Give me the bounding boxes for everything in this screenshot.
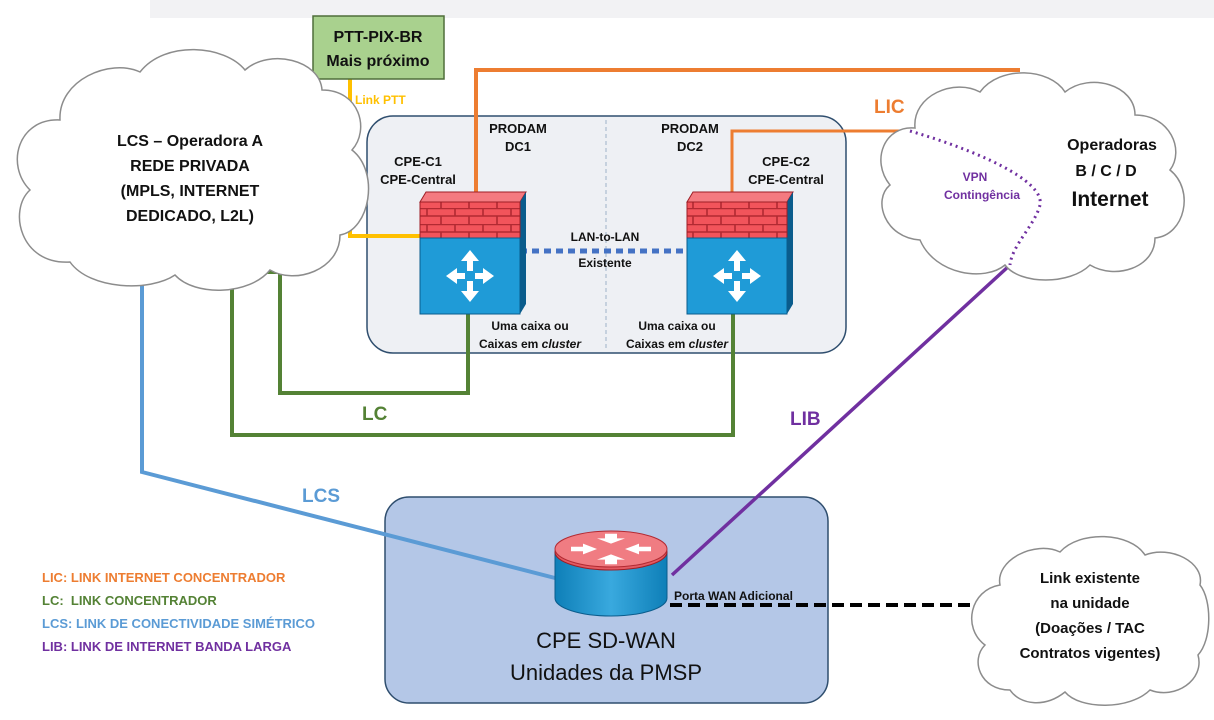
cloud-left-line3: (MPLS, INTERNET: [121, 183, 260, 200]
dc2-note-line1: Uma caixa ou: [638, 319, 715, 333]
dc1-note-line1: Uma caixa ou: [491, 319, 568, 333]
ptt-box-line1: PTT-PIX-BR: [334, 29, 423, 46]
ptt-box-line2: Mais próximo: [326, 53, 429, 70]
lc-label: LC: [362, 404, 388, 425]
lic-line-dc1: [474, 68, 1020, 192]
dc2-title-line1: PRODAM: [661, 121, 719, 136]
lcs-label: LCS: [302, 486, 340, 507]
cloud-right: [880, 72, 1185, 281]
cloud-bottom-line2: na unidade: [1050, 595, 1129, 612]
lcs-line: [140, 278, 556, 580]
lic-line-dc2: [730, 129, 910, 192]
vpn-label-line1: VPN: [963, 170, 988, 184]
vpn-label-line2: Contingência: [944, 188, 1020, 202]
lan-to-lan-line1: LAN-to-LAN: [571, 230, 640, 244]
dc1-title-line2: DC1: [505, 139, 531, 154]
cloud-right-line3: Internet: [1071, 188, 1148, 211]
legend-lcs: LCS: LINK DE CONECTIVIDADE SIMÉTRICO: [42, 616, 315, 631]
cloud-bottom-line1: Link existente: [1040, 570, 1140, 587]
cloud-left-line4: DEDICADO, L2L): [126, 208, 254, 225]
dc2-note-line2-italic: cluster: [689, 337, 730, 351]
lan-to-lan-line2: Existente: [578, 256, 632, 270]
cloud-right-line2: B / C / D: [1075, 163, 1136, 180]
legend: LIC: LINK INTERNET CONCENTRADOR LC: LINK…: [42, 570, 315, 654]
cloud-bottom-line3: (Doações / TAC: [1035, 620, 1145, 637]
cloud-left-line1: LCS – Operadora A: [117, 133, 264, 150]
cloud-left-line2: REDE PRIVADA: [130, 158, 250, 175]
firewall-dc2: [686, 191, 794, 315]
cloud-bottom: [970, 535, 1210, 706]
sdwan-router-icon: [554, 530, 668, 617]
cloud-bottom-line4: Contratos vigentes): [1020, 645, 1161, 662]
lic-label: LIC: [874, 97, 905, 118]
cpe-sdwan-title: CPE SD-WAN: [536, 628, 676, 653]
cpe-sdwan-subtitle: Unidades da PMSP: [510, 660, 702, 685]
dc1-cpe-line2: CPE-Central: [380, 172, 456, 187]
link-ptt-label: Link PTT: [355, 93, 406, 107]
dc2-cpe-line2: CPE-Central: [748, 172, 824, 187]
wan-port-label: Porta WAN Adicional: [674, 589, 793, 603]
lib-label: LIB: [790, 409, 821, 430]
dc1-note-line2-italic: cluster: [542, 337, 583, 351]
lib-line: [670, 263, 1012, 577]
cloud-right-line1: Operadoras: [1067, 137, 1157, 154]
legend-lib: LIB: LINK DE INTERNET BANDA LARGA: [42, 639, 292, 654]
legend-lic: LIC: LINK INTERNET CONCENTRADOR: [42, 570, 286, 585]
legend-lc: LC: LINK CONCENTRADOR: [42, 593, 217, 608]
dc2-note-line2: Caixas em cluster: [626, 337, 729, 351]
dc2-title-line2: DC2: [677, 139, 703, 154]
firewall-dc1: [419, 191, 527, 315]
lc-line-dc2: [230, 272, 735, 437]
dc1-note-line2-text: Caixas em: [479, 337, 542, 351]
dc2-cpe-line1: CPE-C2: [762, 154, 810, 169]
dc1-title-line1: PRODAM: [489, 121, 547, 136]
dc1-cpe-line1: CPE-C1: [394, 154, 442, 169]
top-band: [150, 0, 1214, 18]
cloud-left: [16, 48, 370, 291]
dc1-note-line2: Caixas em cluster: [479, 337, 582, 351]
dc2-note-line2-text: Caixas em: [626, 337, 689, 351]
ptt-box: [312, 15, 445, 80]
